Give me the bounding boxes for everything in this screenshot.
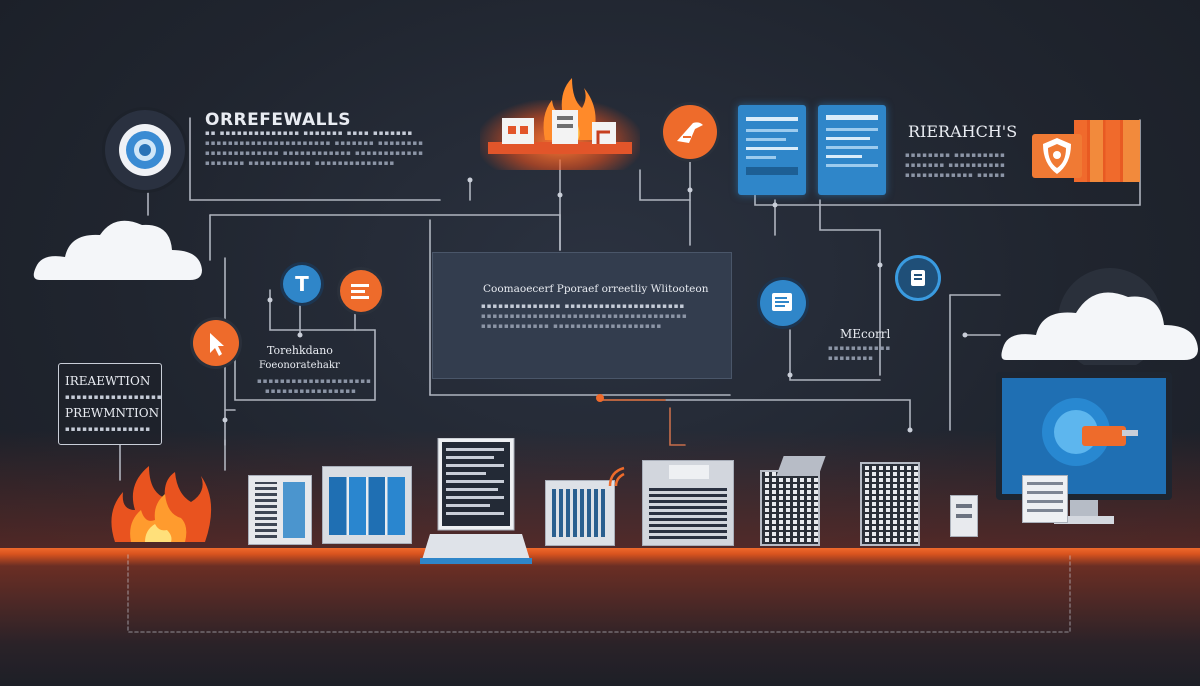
flame-icon: [111, 466, 212, 542]
center-panel-title: Coomaoecerf Pporaef orreetliy Wlitooteon: [483, 283, 709, 295]
mecorl-title: MEcorrl: [840, 327, 891, 341]
prevention-box[interactable]: IREAEWTION ▪▪▪▪▪▪▪▪▪▪▪▪▪▪▪▪▪ PREWMNTION …: [58, 363, 162, 445]
laptop-icon: [420, 437, 532, 564]
t-badge-letter: T: [295, 272, 309, 296]
list-icon: [351, 284, 369, 299]
pointer-node[interactable]: [193, 320, 239, 366]
shield-icon: [1043, 138, 1071, 174]
t-badge-node[interactable]: T: [283, 265, 321, 303]
monitor-node[interactable]: [996, 372, 1172, 532]
left-info-box[interactable]: Torehkdano Foeonoratehakr ▪▪▪▪▪▪▪▪▪▪▪▪▪▪…: [257, 344, 372, 395]
server-rack-top: [776, 456, 826, 476]
printer-icon: [911, 270, 925, 286]
firewalls-description: ▪▪ ▪▪▪▪▪▪▪▪▪▪▪▪▪▪ ▪▪▪▪▪▪▪ ▪▪▪▪ ▪▪▪▪▪▪▪ ▪…: [205, 129, 424, 167]
center-panel[interactable]: Coomaoecerf Pporaef orreetliy Wlitooteon…: [432, 252, 732, 379]
bird-icon: [677, 122, 703, 143]
server-stack-right: [1022, 475, 1068, 523]
server-rack-2: [860, 462, 920, 546]
fire-house-node[interactable]: [480, 70, 640, 170]
alert-node[interactable]: [663, 105, 717, 159]
server-tower-3: [545, 480, 615, 546]
wifi-icon: [608, 466, 625, 487]
small-device: [950, 495, 978, 537]
document-stack-right[interactable]: [818, 105, 886, 195]
mecorl-description: ▪▪▪▪▪▪▪▪▪▪▪ ▪▪▪▪▪▪▪▪: [828, 344, 892, 362]
security-node[interactable]: [898, 258, 938, 298]
laptop-node[interactable]: [420, 437, 532, 566]
monitor-icon: [996, 372, 1172, 524]
server-tower-4: [642, 460, 734, 546]
cloud-icon-right: [1001, 268, 1198, 365]
research-description: ▪▪▪▪▪▪▪▪ ▪▪▪▪▪▪▪▪▪ ▪▪▪▪▪▪▪ ▪▪▪▪▪▪▪▪▪▪ ▪▪…: [905, 151, 1006, 179]
document-icon: [772, 293, 792, 311]
cloud-icon-left: [33, 220, 202, 280]
shield-rack-node[interactable]: [1032, 120, 1142, 190]
eye-node[interactable]: [105, 110, 185, 190]
document-node[interactable]: [760, 280, 806, 326]
left-box-line2: Foeonoratehakr: [259, 360, 340, 371]
document-stack-left[interactable]: [738, 105, 806, 195]
eye-icon: [119, 124, 171, 176]
server-tower-2: [322, 466, 412, 544]
cursor-icon: [210, 333, 224, 356]
center-panel-description: ▪▪▪▪▪▪▪▪▪▪▪▪▪▪ ▪▪▪▪▪▪▪▪▪▪▪▪▪▪▪▪▪▪▪▪▪ ▪▪▪…: [481, 302, 688, 330]
list-node[interactable]: [340, 270, 382, 312]
server-tower-1: [248, 475, 312, 545]
fire-icon: [488, 78, 632, 154]
research-title: RIERAHCH'S: [908, 122, 1018, 141]
firewalls-title: ORREFEWALLS: [205, 110, 352, 130]
prevention-line2: PREWMNTION: [65, 406, 160, 420]
prevention-line1: IREAEWTION: [65, 374, 151, 388]
floor-shelf: [0, 548, 1200, 686]
left-box-line1: Torehkdano: [267, 344, 333, 357]
server-rack-icon: [760, 470, 820, 546]
